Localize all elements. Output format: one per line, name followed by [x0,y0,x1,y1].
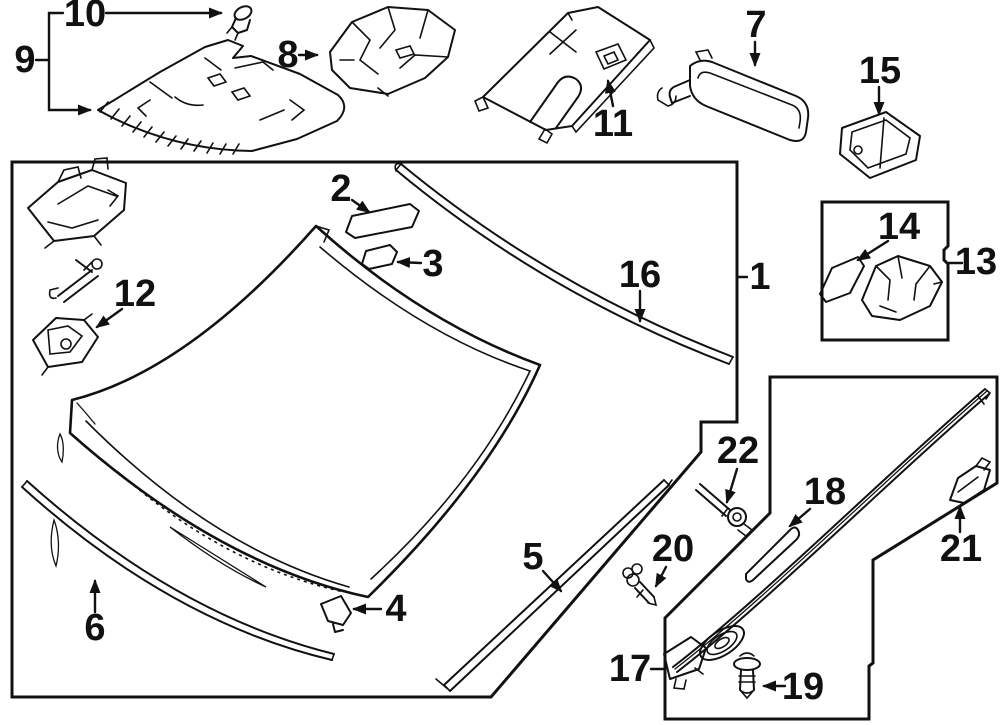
callout-6: 6 [84,607,105,649]
main-group-box [10,160,739,699]
callout-15: 15 [859,50,901,92]
callout-11: 11 [593,103,633,145]
part-sensor-pad-14 [819,256,865,303]
part-pin-22 [695,483,754,538]
part-upper-molding [394,162,734,365]
part-spacer-pad-4 [320,595,352,633]
leader-11 [604,79,616,108]
cover-hatching [99,101,240,155]
callout-4: 4 [385,588,406,630]
part-spacer-pad-3 [361,244,398,270]
callout-7: 7 [745,4,766,46]
leader-12 [95,307,124,329]
part-clip-20 [622,563,658,607]
part-windshield-glass [50,224,542,599]
part-pad-18 [745,526,801,583]
callout-labels: 1 2 3 4 5 6 7 8 9 10 11 12 13 14 15 16 1… [14,0,997,708]
part-plate-11 [473,6,655,145]
callout-19: 19 [782,666,824,708]
callout-20: 20 [652,528,694,570]
callout-10: 10 [64,0,106,35]
leader-22 [725,467,739,504]
callout-8: 8 [277,34,298,76]
glass-corner-tab [315,225,331,243]
part-spacer-pad-2 [345,203,420,239]
callout-21: 21 [940,528,982,570]
part-rearview-mirror-7 [656,49,810,142]
callout-5: 5 [522,536,543,578]
part-small-clip [48,258,103,303]
leader-2 [350,198,371,214]
part-pad-21 [949,456,992,504]
callout-18: 18 [804,471,846,513]
part-cover-15 [839,111,921,179]
callout-1: 1 [749,256,770,298]
leader-5 [541,569,563,593]
glass-wiper-sliver [169,526,267,588]
part-bracket-8 [329,6,456,97]
part-sensor-bracket-13 [861,255,943,321]
glass-corner-hooks [50,402,96,569]
leader-14 [856,239,890,262]
part-clip-pin-10 [226,5,253,41]
side-molding-group-box [663,375,999,721]
leader-18 [788,507,812,528]
callout-3: 3 [422,243,443,285]
leader-3 [396,257,423,269]
sensor-group-box [820,200,950,342]
part-clip-19 [733,652,761,700]
callout-14: 14 [878,206,920,248]
leader-9 [47,11,92,116]
callout-2: 2 [330,168,351,210]
glass-frit-serration [117,471,345,593]
part-side-molding-17 [663,388,992,690]
callout-22: 22 [717,430,759,472]
callout-16: 16 [619,254,661,296]
leader-lines [34,7,966,692]
part-cover-assembly-9 [97,39,346,155]
callout-17: 17 [609,648,651,690]
glass-edge-band-top-right [319,246,532,580]
part-bracket-12 [32,313,99,376]
callout-13: 13 [955,241,997,283]
callout-12: 12 [114,273,156,315]
part-lower-left-molding [21,480,335,661]
glass-edge-band-bottom [85,420,350,588]
leader-20 [654,565,668,588]
callout-9: 9 [14,39,35,81]
part-mirror-base-bracket [27,157,127,249]
